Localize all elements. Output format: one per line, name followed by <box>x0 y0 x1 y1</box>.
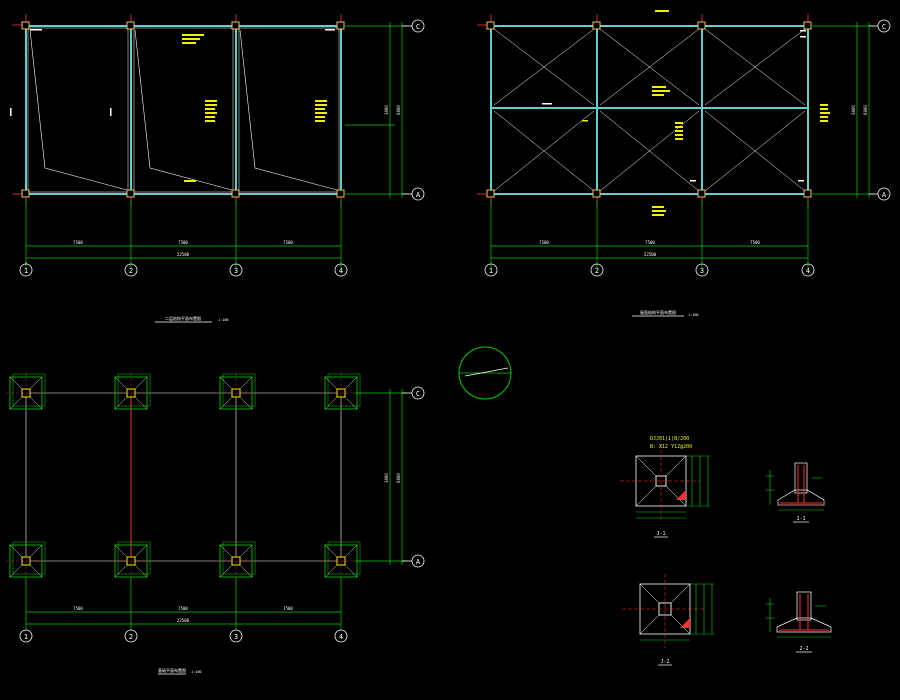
plan-scale-right: 1:100 <box>688 313 699 317</box>
j1-rebar-note-1: DJJ01(1)B/200 <box>650 436 689 442</box>
dim-bay-1: 7500 <box>539 240 549 245</box>
axis-label-3: 3 <box>700 267 704 275</box>
axis-label-4: 4 <box>806 267 810 275</box>
j1-label: J-1 <box>656 531 665 537</box>
footing-pad <box>6 541 46 581</box>
foundation-scale: 1:100 <box>191 670 202 674</box>
dim-span-2: 6000 <box>396 105 401 115</box>
axis-label-4: 4 <box>339 633 343 641</box>
dimension-lines-left <box>25 22 408 268</box>
dim-total: 22500 <box>644 252 657 257</box>
dim-span-2: 6000 <box>396 473 401 483</box>
footing-detail-j1: DJJ01(1)B/200 B: X12 Y12@200 J-1 <box>620 436 710 538</box>
beam-frame-right <box>490 25 809 195</box>
axis-label-1: 1 <box>24 267 28 275</box>
dim-bay-1: 7500 <box>73 606 83 611</box>
axis-label-2: 2 <box>129 633 133 641</box>
slab-break-lines <box>29 29 338 191</box>
axis-label-3: 3 <box>234 633 238 641</box>
dim-span-2: 6000 <box>863 105 868 115</box>
north-arrow-symbol <box>458 346 512 400</box>
footing-pad <box>111 541 151 581</box>
dim-total: 22500 <box>177 618 190 623</box>
axis-label-1: 1 <box>24 633 28 641</box>
section-1-label: 1-1 <box>796 516 805 522</box>
dim-bay-2: 7500 <box>645 240 655 245</box>
plan-top-left: 7500 7500 7500 22500 3000 6000 1 2 3 4 C… <box>10 14 425 323</box>
dimension-lines-foundation <box>25 389 408 630</box>
dim-span-1: 3000 <box>384 473 389 483</box>
plan-title-right: 屋面结构平面布置图 <box>640 309 676 315</box>
foundation-plan: 7500 7500 7500 22500 3000 6000 1 2 3 4 C… <box>6 373 425 675</box>
axis-label-c: C <box>416 23 420 31</box>
footing-detail-j2: J-2 <box>622 574 714 666</box>
dim-total: 22500 <box>177 252 190 257</box>
footing-group <box>6 373 361 581</box>
dim-bay-2: 7500 <box>178 606 188 611</box>
plan-title-left: 二层结构平面布置图 <box>165 315 201 321</box>
dim-bay-3: 7500 <box>283 606 293 611</box>
foundation-title: 基础平面布置图 <box>158 667 186 673</box>
footing-pad <box>111 373 151 413</box>
dim-bay-3: 7500 <box>283 240 293 245</box>
dim-span-1: 3000 <box>851 105 856 115</box>
footing-pad <box>216 541 256 581</box>
dim-span-1: 3000 <box>384 105 389 115</box>
dim-bay-3: 7500 <box>750 240 760 245</box>
roof-bracing-x <box>493 28 806 192</box>
axis-label-c: C <box>882 23 886 31</box>
axis-label-c: C <box>416 390 420 398</box>
j1-rebar-note-2: B: X12 Y12@200 <box>650 444 692 450</box>
section-1-1: 1-1 <box>766 462 825 523</box>
axis-label-2: 2 <box>129 267 133 275</box>
axis-label-2: 2 <box>595 267 599 275</box>
section-2-2: 2-2 <box>766 591 832 653</box>
tie-beams <box>25 392 342 562</box>
dim-bay-1: 7500 <box>73 240 83 245</box>
footing-pad <box>6 373 46 413</box>
axis-label-4: 4 <box>339 267 343 275</box>
plan-top-right: 7500 7500 7500 22500 3000 6000 1 2 3 4 C… <box>477 10 891 317</box>
axis-label-a: A <box>882 191 887 199</box>
axis-label-3: 3 <box>234 267 238 275</box>
axis-label-1: 1 <box>489 267 493 275</box>
dim-bay-2: 7500 <box>178 240 188 245</box>
dimension-lines-right <box>490 22 875 268</box>
section-2-label: 2-2 <box>799 646 808 652</box>
beam-frame-left <box>25 25 342 195</box>
plan-scale-left: 1:100 <box>218 318 229 322</box>
axis-label-a: A <box>416 191 421 199</box>
axis-label-a: A <box>416 558 421 566</box>
j2-label: J-2 <box>660 659 669 665</box>
footing-pad <box>216 373 256 413</box>
